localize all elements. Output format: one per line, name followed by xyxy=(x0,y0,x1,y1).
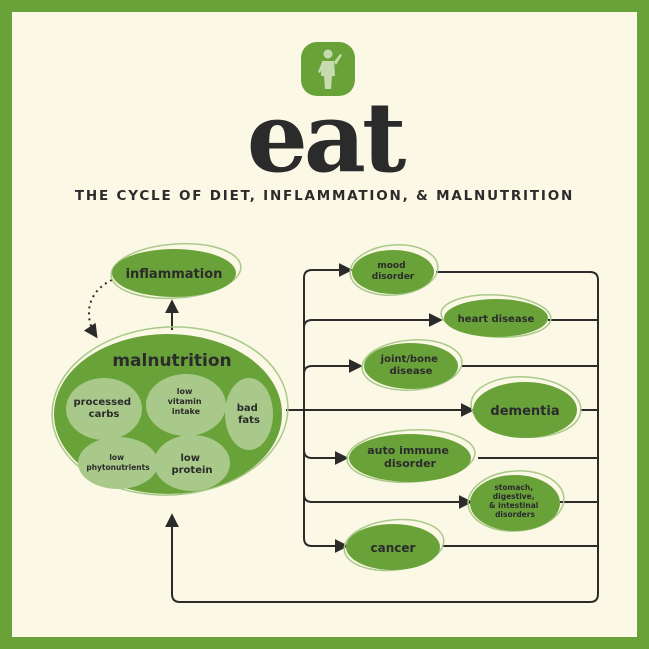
cause-low-protein-line2: protein xyxy=(171,465,212,476)
malnutrition-node: malnutrition processed carbs low vitamin… xyxy=(51,326,289,496)
inflammation-label: inflammation xyxy=(126,267,223,282)
svg-text:mood disorder: mood disorder xyxy=(372,261,415,282)
outcome-auto-immune-disorder: auto immune disorder xyxy=(346,429,476,483)
inflammation-node: inflammation xyxy=(110,242,242,300)
svg-text:stomach, digestive,: stomach, digestive, & intestinal disorde… xyxy=(489,483,541,519)
outcome-mood-disorder: mood disorder xyxy=(349,244,439,296)
outcome-heart-disease: heart disease xyxy=(440,294,552,338)
person-logo-icon xyxy=(301,42,355,96)
auto-immune-line1: auto immune xyxy=(367,444,449,457)
svg-text:low vitamin intake: low vitamin intake xyxy=(168,387,205,416)
svg-text:bad fats: bad fats xyxy=(237,403,262,426)
page-subtitle: THE CYCLE OF DIET, INFLAMMATION, & MALNU… xyxy=(74,188,575,204)
cause-low-vitamin-line1: low xyxy=(177,387,193,396)
cancer-label: cancer xyxy=(371,541,416,555)
connector-to-auto-immune xyxy=(303,449,349,465)
cause-low-vitamin-line2: vitamin xyxy=(168,397,202,406)
stomach-line1: stomach, xyxy=(494,483,533,492)
svg-text:auto immune disorder: auto immune disorder xyxy=(367,444,453,470)
connectors xyxy=(83,263,599,603)
svg-text:low phytonutrients: low phytonutrients xyxy=(86,453,150,472)
joint-bone-line1: joint/bone xyxy=(380,354,438,365)
stomach-line2: digestive, xyxy=(493,492,535,501)
eat-logo-wordmark: eat xyxy=(246,81,407,194)
connector-inflammation-to-malnutrition xyxy=(83,279,113,339)
svg-text:low protein: low protein xyxy=(171,453,212,476)
connector-return-loop xyxy=(165,271,599,603)
mood-disorder-line2: disorder xyxy=(372,272,415,282)
outcome-joint-bone-disease: joint/bone disease xyxy=(361,339,463,391)
svg-text:joint/bone disease: joint/bone disease xyxy=(380,354,442,377)
cause-low-vitamin-line3: intake xyxy=(172,407,201,416)
connector-to-stomach xyxy=(303,493,473,509)
connector-branch-trunk xyxy=(303,263,353,410)
outcome-dementia: dementia xyxy=(470,376,582,438)
cause-bad-fats-line2: fats xyxy=(238,415,260,426)
stomach-line3: & intestinal xyxy=(489,501,538,510)
outcome-cancer: cancer xyxy=(343,518,445,572)
dementia-label: dementia xyxy=(490,404,559,419)
cause-processed-carbs-line2: carbs xyxy=(89,409,120,420)
svg-text:processed carbs: processed carbs xyxy=(74,397,135,420)
connector-to-joint-bone xyxy=(303,359,363,375)
joint-bone-line2: disease xyxy=(390,366,433,377)
auto-immune-line2: disorder xyxy=(384,457,437,470)
outcome-stomach-disorders: stomach, digestive, & intestinal disorde… xyxy=(467,470,565,532)
stomach-line4: disorders xyxy=(495,510,535,519)
cause-low-protein-line1: low xyxy=(180,453,200,464)
heart-disease-label: heart disease xyxy=(458,314,535,325)
malnutrition-label: malnutrition xyxy=(112,351,231,371)
connector-branch-trunk-lower xyxy=(303,410,349,553)
cause-low-phytonutrients-line2: phytonutrients xyxy=(86,463,150,472)
cause-processed-carbs-line1: processed xyxy=(74,397,132,408)
cause-bad-fats-line1: bad xyxy=(237,403,258,414)
cause-low-phytonutrients-line1: low xyxy=(109,453,124,462)
mood-disorder-line1: mood xyxy=(377,261,405,271)
connector-to-heart-disease xyxy=(303,313,443,329)
